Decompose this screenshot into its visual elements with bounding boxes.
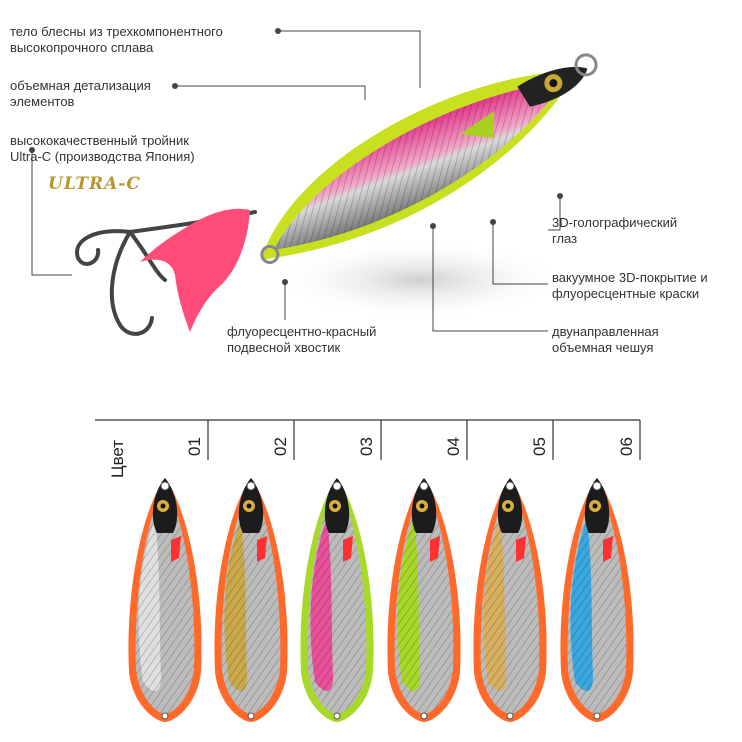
callout-body-line1: тело блесны из трехкомпонентного (10, 24, 223, 39)
callout-tail: флуоресцентно-красный подвесной хвостик (227, 324, 376, 356)
callout-eye-line2: глаз (552, 231, 578, 246)
lure-color-05 (473, 478, 547, 722)
lure-red-fin (257, 536, 267, 562)
red-tail (140, 208, 250, 332)
lure-color-04 (387, 478, 461, 722)
color-code-06: 06 (617, 437, 636, 456)
lure-red-fin (516, 536, 526, 562)
lure-pupil (419, 503, 425, 509)
lure-ring-hole (332, 481, 342, 491)
callout-scales: двунаправленная объемная чешуя (552, 324, 659, 356)
lure-red-fin (343, 536, 353, 562)
lure-color-06 (560, 478, 634, 722)
lure-pupil (332, 503, 338, 509)
lure-color-02 (214, 478, 288, 722)
ultra-c-logo: ULTRA-C (48, 174, 141, 194)
lure-ring-hole (592, 481, 602, 491)
callout-hook-line1: высококачественный тройник (10, 133, 189, 148)
color-header: Цвет (108, 439, 127, 478)
lure-pupil (246, 503, 252, 509)
split-ring (574, 53, 598, 77)
lure-ring-hole (505, 481, 515, 491)
front-ring (260, 244, 280, 264)
color-code-05: 05 (530, 437, 549, 456)
callout-scales-line1: двунаправленная (552, 324, 659, 339)
lure-tail-hole (506, 712, 514, 720)
callout-body: тело блесны из трехкомпонентного высокоп… (10, 24, 223, 56)
lure-shadow (270, 240, 570, 320)
lure-pupil (505, 503, 511, 509)
lure-color-01 (128, 478, 202, 722)
lure-pupil (160, 503, 166, 509)
callout-detail-line1: объемная детализация (10, 78, 151, 93)
lure-tail-hole (333, 712, 341, 720)
callout-tail-line1: флуоресцентно-красный (227, 324, 377, 339)
color-code-01: 01 (185, 437, 204, 456)
callout-scales-line2: объемная чешуя (552, 340, 654, 355)
lure-tail-hole (420, 712, 428, 720)
lure-tail-hole (161, 712, 169, 720)
callout-coating: вакуумное 3D-покрытие и флуоресцентные к… (552, 270, 708, 302)
color-code-03: 03 (357, 437, 376, 456)
callout-hook: высококачественный тройник Ultra-C (прои… (10, 133, 195, 165)
lure-color-03 (300, 478, 374, 722)
callout-coating-line2: флуоресцентные краски (552, 286, 700, 301)
lure-tail-hole (247, 712, 255, 720)
main-lure (260, 53, 598, 264)
lure-ring-hole (419, 481, 429, 491)
callout-detail: объемная детализация элементов (10, 78, 151, 110)
color-code-04: 04 (444, 437, 463, 456)
callout-eye-line1: 3D-голографический (552, 215, 678, 230)
callout-eye: 3D-голографический глаз (552, 215, 677, 247)
callout-body-line2: высокопрочного сплава (10, 40, 154, 55)
lure-tail-hole (593, 712, 601, 720)
color-code-02: 02 (271, 437, 290, 456)
leader-lines (31, 30, 561, 332)
color-table-grid (95, 419, 641, 460)
leader-dots (29, 28, 563, 285)
callout-detail-line2: элементов (10, 94, 75, 109)
lure-red-fin (603, 536, 613, 562)
small-lures (128, 478, 634, 722)
lure-fin (460, 111, 495, 138)
callout-hook-line2: Ultra-C (производства Япония) (10, 149, 195, 164)
lure-pupil (592, 503, 598, 509)
lure-ring-hole (160, 481, 170, 491)
callout-coating-line1: вакуумное 3D-покрытие и (552, 270, 708, 285)
lure-ring-hole (246, 481, 256, 491)
lure-red-fin (430, 536, 440, 562)
lure-red-fin (171, 536, 181, 562)
callout-tail-line2: подвесной хвостик (227, 340, 341, 355)
